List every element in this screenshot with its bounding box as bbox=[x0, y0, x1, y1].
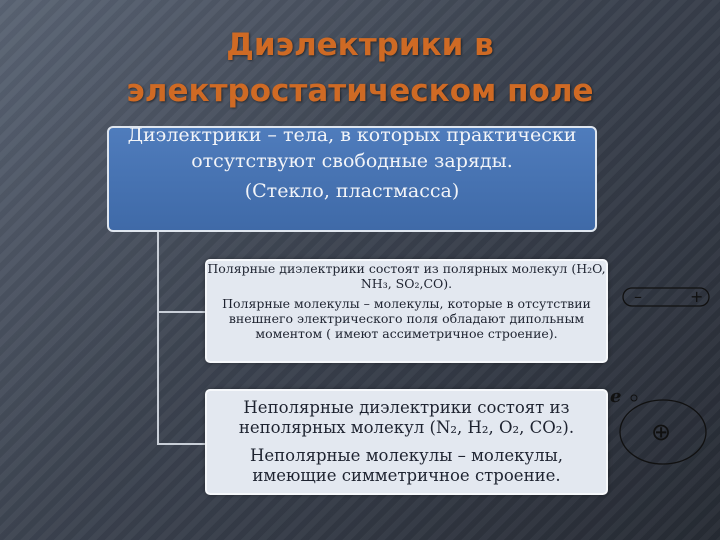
nonpolar-dielectrics-box: Неполярные диэлектрики состоят из неполя… bbox=[205, 389, 608, 495]
polar-dielectrics-box: Полярные диэлектрики состоят из полярных… bbox=[205, 259, 608, 363]
electron-label: е bbox=[610, 386, 621, 407]
dipole-minus-sign: – bbox=[634, 287, 642, 306]
examples-text: (Стекло, пластмасса) bbox=[244, 180, 460, 202]
tree-connector-polar bbox=[157, 311, 207, 313]
nonpolar-atom-icon: е ⊕ bbox=[610, 386, 707, 465]
dipole-plus-sign: + bbox=[690, 287, 703, 306]
tree-connector-vertical bbox=[157, 232, 159, 444]
electron-cloud bbox=[619, 399, 707, 465]
slide-title-line-2: электростатическом поле bbox=[126, 73, 594, 109]
definition-box: Диэлектрики – тела, в которых практическ… bbox=[107, 126, 597, 232]
nonpolar-composition-text: Неполярные диэлектрики состоят из неполя… bbox=[238, 398, 575, 437]
polar-composition-text: Полярные диэлектрики состоят из полярных… bbox=[207, 261, 606, 291]
nucleus-sign: ⊕ bbox=[651, 418, 671, 446]
nonpolar-molecule-definition: Неполярные молекулы – молекулы, имеющие … bbox=[250, 446, 563, 485]
polar-molecule-definition: Полярные молекулы – молекулы, которые в … bbox=[222, 296, 591, 341]
slide-title-line-1: Диэлектрики в bbox=[226, 27, 494, 63]
electron-dot bbox=[630, 394, 638, 402]
definition-text: Диэлектрики – тела, в которых практическ… bbox=[127, 126, 577, 172]
slide-title: Диэлектрики в электростатическом поле bbox=[0, 22, 720, 114]
dipole-molecule-icon: – + bbox=[622, 287, 710, 307]
tree-connector-nonpolar bbox=[157, 443, 207, 445]
